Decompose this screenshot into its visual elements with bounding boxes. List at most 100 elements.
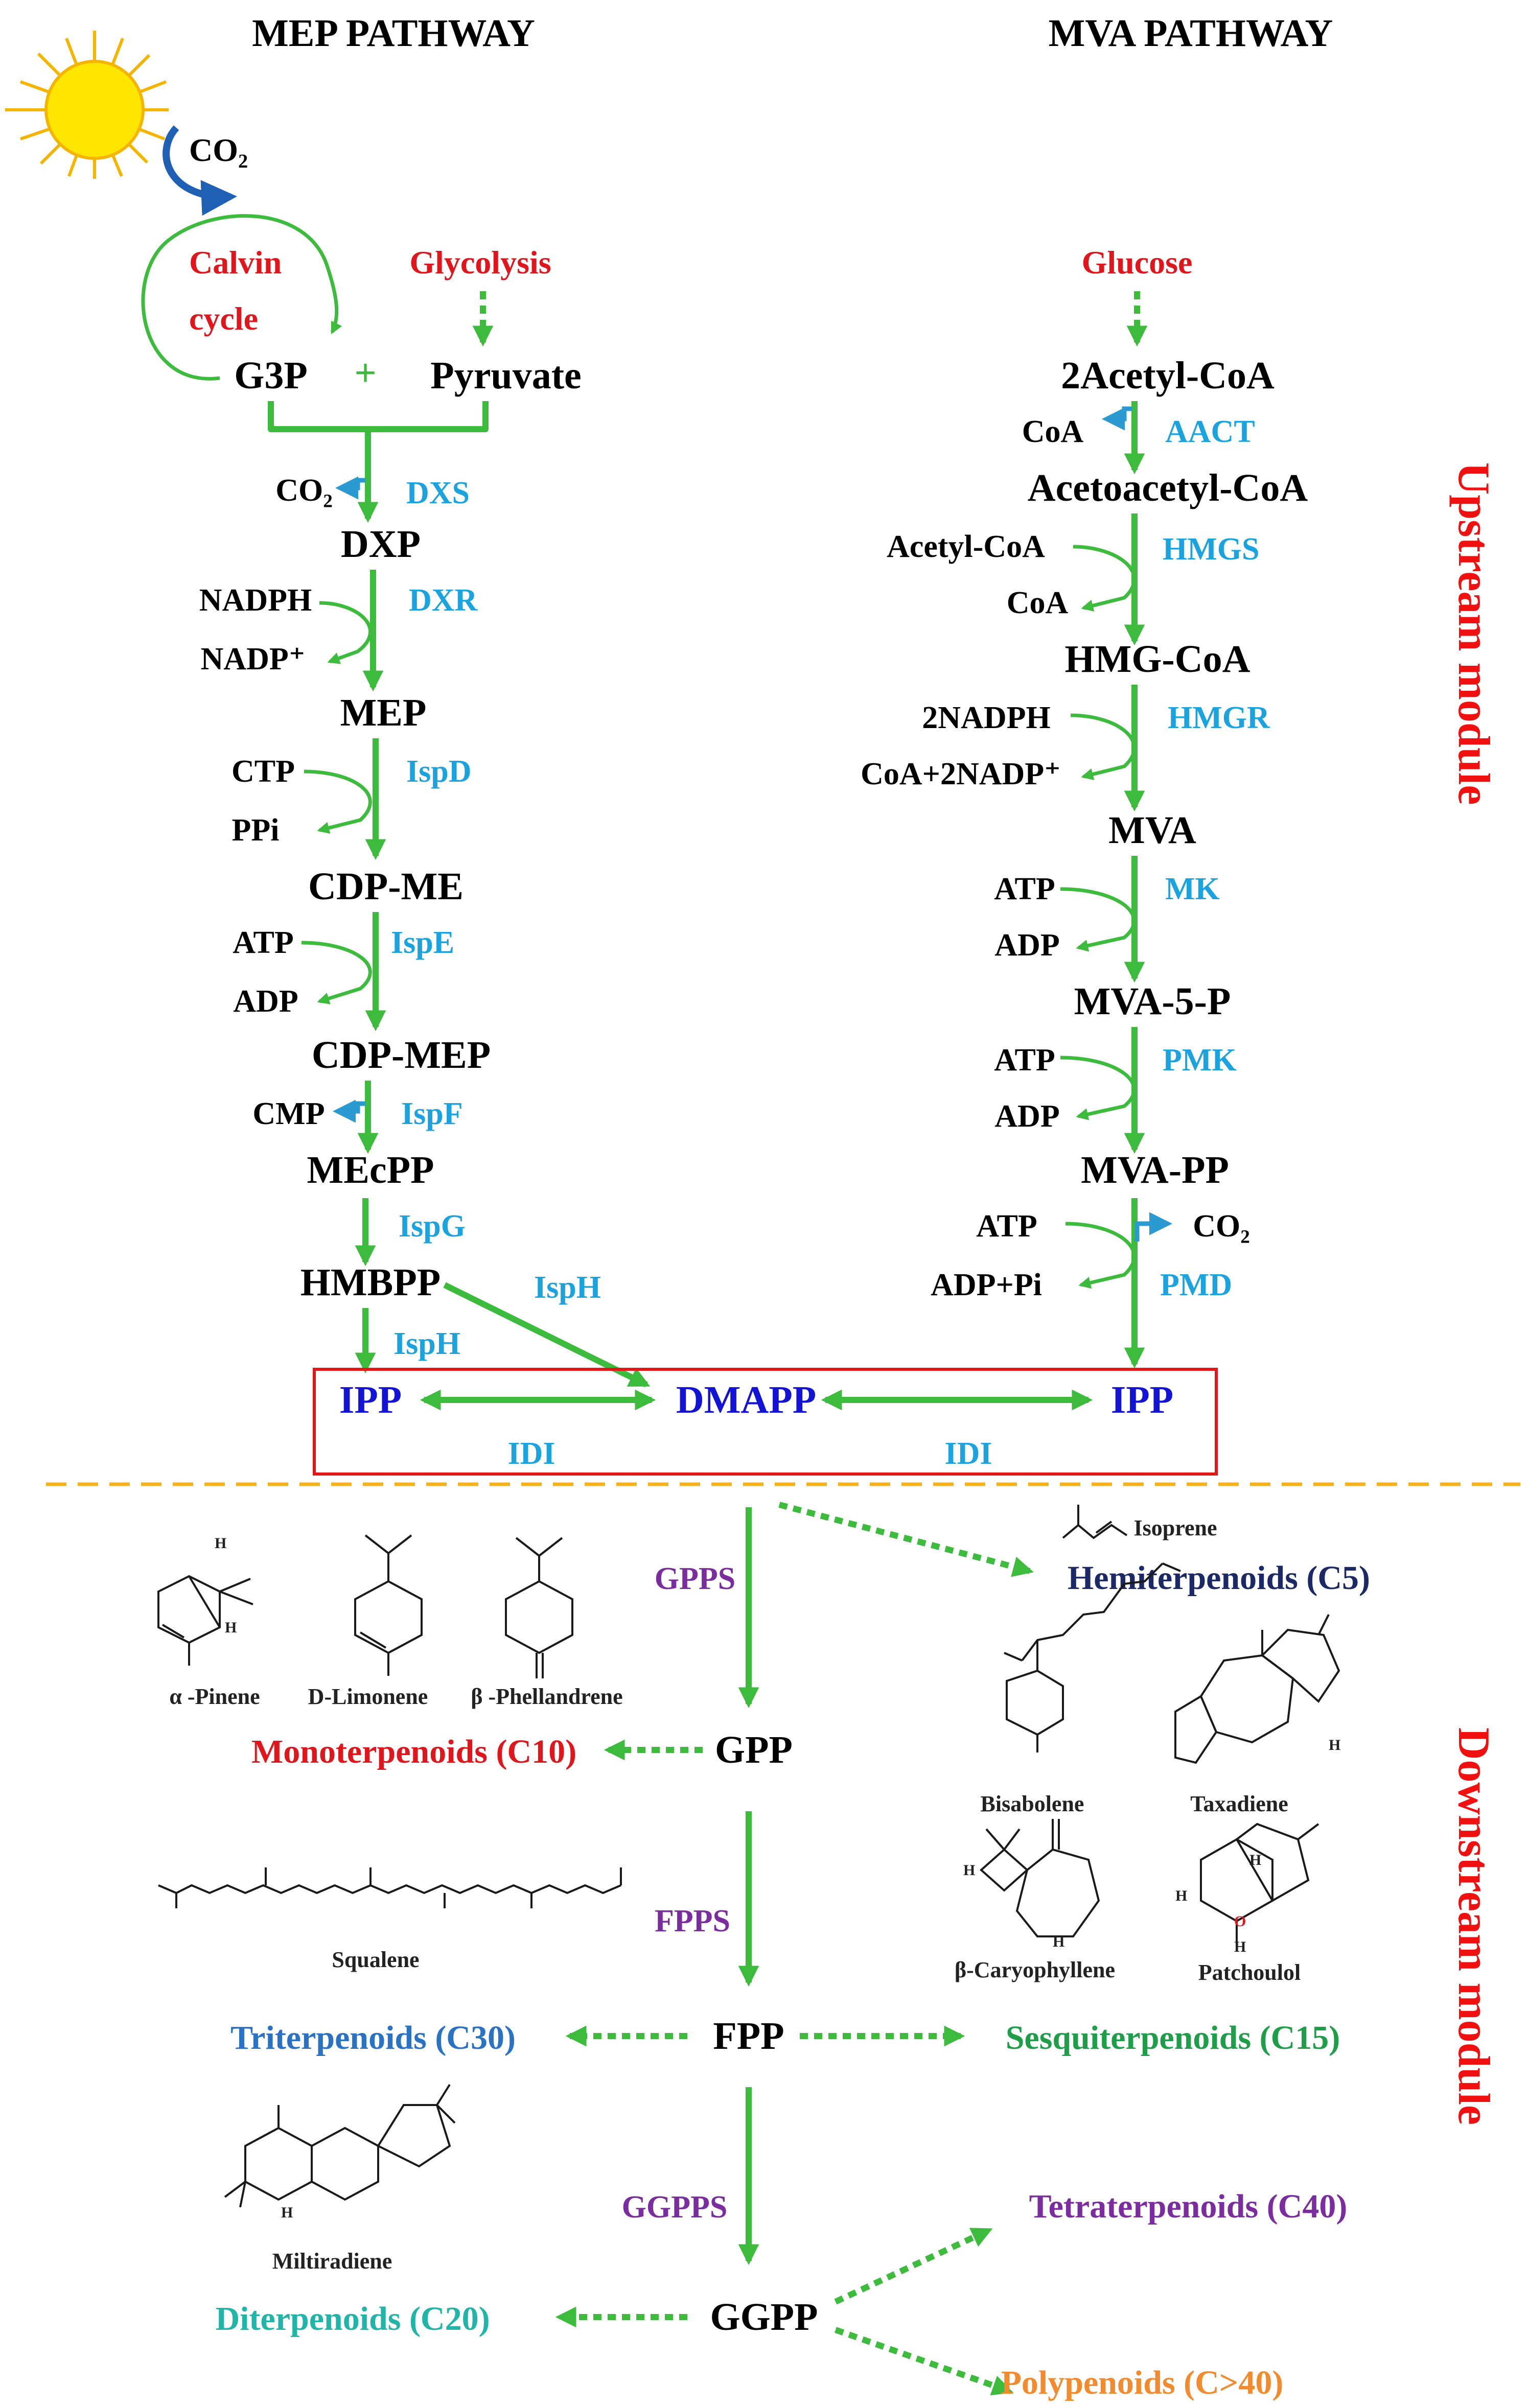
limonene-structure xyxy=(354,1534,423,1676)
nadph-arc xyxy=(319,601,372,664)
phellandrene-label: β -Phellandrene xyxy=(471,1684,622,1709)
dmapp-label: DMAPP xyxy=(676,1378,816,1421)
coa-label-aact: CoA xyxy=(1022,414,1084,449)
atp-arc-pmd xyxy=(1065,1222,1136,1289)
tetraterpenoids-label: Tetraterpenoids (C40) xyxy=(1029,2188,1348,2225)
enzyme-ispe: IspE xyxy=(391,925,454,960)
patchoulol-h-1: H xyxy=(1249,1852,1261,1868)
glucose-label: Glucose xyxy=(1082,244,1193,280)
ppi-label: PPi xyxy=(232,813,280,848)
atp-label-mep: ATP xyxy=(233,925,293,960)
atp-label-pmk: ATP xyxy=(994,1043,1055,1078)
atp-label-pmd: ATP xyxy=(976,1209,1037,1244)
acetyl-coa-2-label: 2Acetyl-CoA xyxy=(1061,354,1275,397)
coa-label-hmgs: CoA xyxy=(1007,586,1069,620)
acetyl-coa-arc xyxy=(1073,545,1137,612)
calvin-label-1: Calvin xyxy=(189,244,282,280)
calvin-label-2: cycle xyxy=(189,300,258,337)
co2-side-label: CO₂ xyxy=(275,473,333,508)
mecpp-label: MEcPP xyxy=(307,1149,434,1191)
plus-sign: + xyxy=(354,352,376,394)
limonene-label: D-Limonene xyxy=(308,1684,428,1709)
coa-2nadp-label: CoA+2NADP⁺ xyxy=(861,757,1061,791)
acetyl-coa-side-label: Acetyl-CoA xyxy=(887,529,1045,564)
taxadiene-h: H xyxy=(1329,1737,1340,1754)
adp-label-mk: ADP xyxy=(994,928,1059,963)
ipp-left-label: IPP xyxy=(339,1378,402,1421)
mva-5-p-label: MVA-5-P xyxy=(1074,980,1231,1023)
ctp-label: CTP xyxy=(231,754,295,789)
patchoulol-o: O xyxy=(1234,1913,1246,1930)
enzyme-fpps: FPPS xyxy=(655,1904,730,1938)
miltiradiene-label: Miltiradiene xyxy=(272,2249,392,2274)
enzyme-idi-right: IDI xyxy=(944,1436,992,1471)
patchoulol-h-2: H xyxy=(1175,1887,1187,1904)
enzyme-ispg: IspG xyxy=(399,1209,466,1244)
enzyme-pmk: PMK xyxy=(1163,1043,1237,1078)
mep-pathway-title: MEP PATHWAY xyxy=(252,12,535,55)
enzyme-gpps: GPPS xyxy=(655,1561,735,1596)
hmbpp-label: HMBPP xyxy=(300,1261,441,1304)
mva-pp-label: MVA-PP xyxy=(1081,1149,1229,1191)
atp-arc-pmk xyxy=(1060,1056,1136,1120)
arrow-to-tetraterpenoids xyxy=(834,2227,993,2305)
nadph-arc-mva xyxy=(1070,713,1136,780)
bisabolene-label: Bisabolene xyxy=(981,1791,1084,1816)
isoprene-structure xyxy=(1062,1505,1128,1539)
enzyme-mk: MK xyxy=(1165,872,1220,906)
arrow-to-hemiterpenoids xyxy=(778,1502,1034,1577)
enzyme-hmgr: HMGR xyxy=(1168,700,1270,735)
co2-fixation-arrow xyxy=(163,125,237,216)
pinene-h-bottom: H xyxy=(225,1619,237,1636)
nadph-label: NADPH xyxy=(199,583,312,618)
atp-label-mk: ATP xyxy=(994,872,1055,906)
dxp-label: DXP xyxy=(341,523,421,566)
miltiradiene-structure xyxy=(224,2084,456,2208)
enzyme-idi-left: IDI xyxy=(507,1436,555,1471)
enzyme-ispd: IspD xyxy=(406,754,472,789)
enzyme-ispf: IspF xyxy=(401,1096,463,1131)
nadp-label: NADP⁺ xyxy=(201,642,306,676)
enzyme-isph-ipp: IspH xyxy=(393,1326,460,1361)
hmg-coa-label: HMG-CoA xyxy=(1064,638,1250,681)
adp-label-pmk: ADP xyxy=(994,1099,1059,1134)
coa-release-arrow xyxy=(1102,406,1132,431)
patchoulol-label: Patchoulol xyxy=(1198,1960,1301,1985)
phellandrene-structure xyxy=(505,1537,573,1678)
caryophyllene-h-1: H xyxy=(963,1862,975,1879)
co2-release-pmd xyxy=(1134,1212,1172,1242)
g3p-label: G3P xyxy=(234,354,308,397)
enzyme-dxs: DXS xyxy=(406,476,470,510)
enzyme-dxr: DXR xyxy=(409,583,478,618)
enzyme-ggpps: GGPPS xyxy=(622,2190,728,2225)
enzyme-hmgs: HMGS xyxy=(1163,532,1259,567)
caryophyllene-label: β-Caryophyllene xyxy=(955,1957,1115,1982)
cdp-mep-label: CDP-MEP xyxy=(312,1034,491,1077)
caryophyllene-h-2: H xyxy=(1053,1933,1064,1950)
bisabolene-structure xyxy=(1004,1562,1181,1752)
sesquiterpenoids-label: Sesquiterpenoids (C15) xyxy=(1006,2019,1340,2056)
adp-pi-label: ADP+Pi xyxy=(931,1268,1042,1302)
patchoulol-structure xyxy=(1200,1822,1319,1947)
2nadph-label: 2NADPH xyxy=(922,700,1050,735)
glycolysis-label: Glycolysis xyxy=(409,244,551,280)
calvin-cycle-loop xyxy=(141,214,342,381)
taxadiene-structure xyxy=(1174,1614,1340,1764)
merge-bracket xyxy=(268,401,489,432)
monoterpenoids-label: Monoterpenoids (C10) xyxy=(251,1733,576,1770)
downstream-module-label: Downstream module xyxy=(1449,1727,1498,2125)
caryophyllene-structure xyxy=(979,1819,1100,1937)
patchoulol-h-3: H xyxy=(1234,1938,1246,1955)
ggpp-label: GGPP xyxy=(710,2296,818,2339)
diterpenoids-label: Diterpenoids (C20) xyxy=(215,2300,490,2337)
ipp-right-label: IPP xyxy=(1111,1378,1173,1421)
co2-label-pmd: CO₂ xyxy=(1193,1209,1250,1244)
co2-release-arrow xyxy=(335,476,365,500)
pyruvate-label: Pyruvate xyxy=(430,354,581,397)
mep-label: MEP xyxy=(340,691,427,734)
cdp-me-label: CDP-ME xyxy=(308,865,464,908)
ctp-arc xyxy=(304,769,372,834)
arrow-to-polypenoids xyxy=(835,2327,1013,2396)
pinene-h-top: H xyxy=(215,1535,226,1552)
